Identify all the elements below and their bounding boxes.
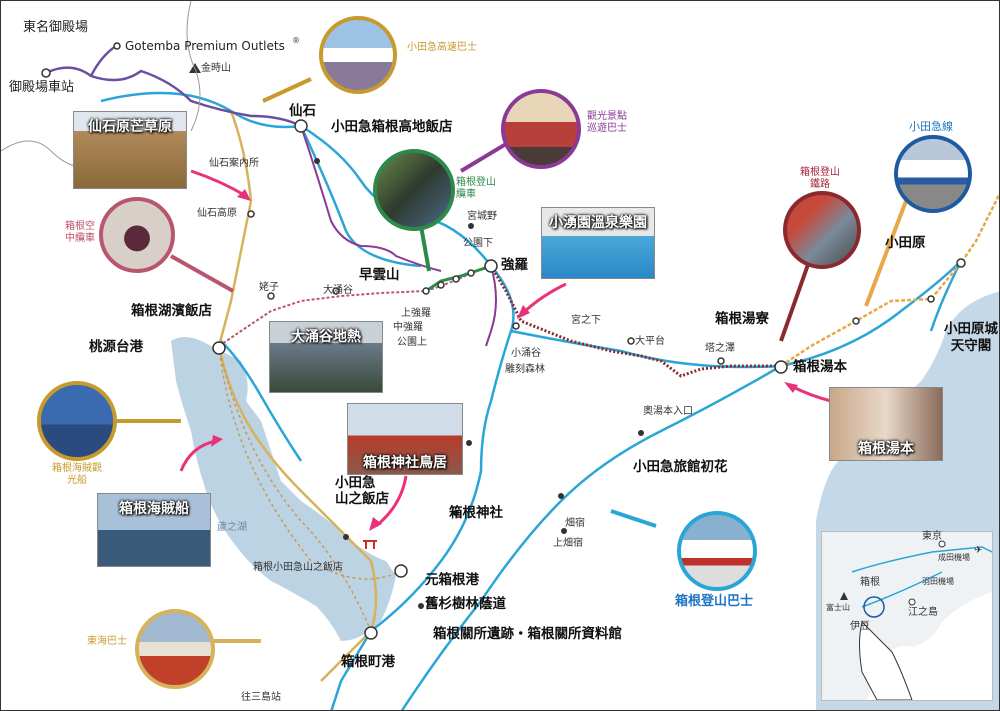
tozan-railway-line bbox=[489, 265, 781, 378]
label-gora: 強羅 bbox=[501, 257, 528, 273]
ropeway-circle bbox=[99, 197, 175, 273]
label-odakyu-line: 小田急線 bbox=[909, 120, 953, 133]
lake-ashi bbox=[171, 337, 396, 641]
shrine-torii-icon bbox=[363, 540, 377, 549]
label-sengoku: 仙石 bbox=[289, 103, 316, 119]
label-ohiradai: 大平台 bbox=[635, 336, 665, 347]
pirate-ship-circle bbox=[37, 381, 117, 461]
label-kami-gora: 上強羅 bbox=[401, 308, 431, 319]
label-hakone-lake-hotel: 箱根湖濱飯店 bbox=[131, 303, 212, 319]
label-koen-kami: 公園上 bbox=[397, 337, 427, 348]
photo-caption: 箱根湯本 bbox=[858, 441, 914, 457]
label-tomei-gotemba: 東名御殿場 bbox=[23, 20, 89, 35]
inset-fuji: 富士山 bbox=[826, 603, 850, 612]
photo-sengokuhara: 仙石原芒草原 bbox=[73, 111, 187, 189]
label-okuyumoto: 奧湯本入口 bbox=[643, 406, 693, 417]
label-ashinoko: 蘆之湖 bbox=[217, 522, 247, 533]
label-hakone-odakyu-yamanochaya: 箱根小田急山之飯店 bbox=[253, 562, 343, 573]
label-tozan-bus: 箱根登山巴士 bbox=[675, 594, 754, 609]
odakyu-train-circle bbox=[894, 135, 972, 213]
label-gotemba-premium: Gotemba Premium Outlets bbox=[125, 39, 285, 53]
label-hakone-yumoto: 箱根湯本 bbox=[793, 359, 847, 375]
label-kowakudani: 小涌谷 bbox=[511, 348, 541, 359]
photo-caption: 箱根神社鳥居 bbox=[363, 455, 447, 471]
label-sightseeing-bus: 觀光景點巡遊巴士 bbox=[587, 111, 627, 134]
label-odakyu-express-bus: 小田急高速巴士 bbox=[407, 42, 477, 53]
label-mishima: 往三島站 bbox=[241, 692, 281, 703]
label-hakone-shrine: 箱根神社 bbox=[449, 505, 503, 521]
label-sengokuhara-kogen: 仙石高原 bbox=[197, 208, 237, 219]
label-registered: ® bbox=[292, 36, 300, 45]
photo-owakudani: 大涌谷地熱 bbox=[269, 321, 383, 393]
photo-caption: 大涌谷地熱 bbox=[291, 329, 361, 345]
label-miyanoshita: 宮之下 bbox=[571, 315, 601, 326]
inset-hakone: 箱根 bbox=[860, 577, 880, 588]
inset-narita: 成田機場 bbox=[938, 553, 970, 562]
cable-car-line bbox=[425, 264, 492, 293]
label-tozan-railway: 箱根登山鐵路 bbox=[800, 167, 840, 190]
label-sengoku-info: 仙石案內所 bbox=[209, 158, 259, 169]
label-cable-car: 箱根登山纜車 bbox=[456, 177, 496, 200]
label-chokoku: 雕刻森林 bbox=[505, 364, 545, 375]
label-hatajuku: 畑宿 bbox=[565, 518, 585, 529]
railway-circle bbox=[783, 191, 861, 269]
label-odawara-castle-a: 小田原城天守閣 bbox=[944, 321, 998, 354]
label-tokai-bus: 東海巴士 bbox=[87, 636, 127, 647]
ropeway-line bbox=[218, 272, 472, 347]
label-tonosawa: 塔之澤 bbox=[705, 343, 735, 354]
inset-map: 東京 成田機場 ✈ 羽田機場 箱根 富士山 江之島 伊豆 bbox=[821, 531, 993, 701]
tokai-bus-circle bbox=[135, 609, 215, 689]
photo-caption: 箱根海賊船 bbox=[119, 501, 189, 517]
inset-tokyo: 東京 bbox=[922, 531, 942, 542]
airplane-icon: ✈ bbox=[974, 545, 983, 556]
inset-enoshima: 江之島 bbox=[908, 607, 938, 618]
photo-caption: 小湧園溫泉樂園 bbox=[549, 215, 647, 231]
label-ubako: 姥子 bbox=[259, 282, 279, 293]
odakyu-express-bus-circle bbox=[319, 16, 397, 94]
photo-pirate-ship: 箱根海賊船 bbox=[97, 493, 211, 567]
label-pirate-ship: 箱根海賊觀光船 bbox=[52, 463, 102, 486]
label-yamanochaya-a: 小田急 bbox=[335, 475, 376, 491]
photo-yumoto: 箱根湯本 bbox=[829, 387, 943, 461]
sightseeing-bus-circle bbox=[501, 89, 581, 169]
label-miyagino: 宮城野 bbox=[467, 211, 497, 222]
label-cedar-avenue: 舊杉樹林蔭道 bbox=[425, 596, 506, 612]
label-odawara: 小田原 bbox=[885, 235, 926, 251]
label-sekisho: 箱根關所遺跡・箱根關所資料館 bbox=[433, 626, 622, 642]
cable-car-circle bbox=[373, 149, 455, 231]
photo-caption: 仙石原芒草原 bbox=[88, 119, 172, 135]
label-togendai: 桃源台港 bbox=[89, 339, 143, 355]
label-owakudani: 大涌谷 bbox=[323, 285, 353, 296]
label-kintokisan: 金時山 bbox=[201, 63, 231, 74]
inset-haneda: 羽田機場 bbox=[922, 577, 954, 586]
photo-kowakien: 小湧園溫泉樂園 bbox=[541, 207, 655, 279]
label-hakone-yumoto-ryo: 箱根湯寮 bbox=[715, 311, 769, 327]
label-hakone-machi: 箱根町港 bbox=[341, 654, 395, 670]
photo-torii: 箱根神社鳥居 bbox=[347, 403, 463, 475]
label-gotemba-station: 御殿場車站 bbox=[9, 80, 75, 95]
label-yamanochaya-b: 山之飯店 bbox=[335, 491, 389, 507]
label-sounzan: 早雲山 bbox=[359, 267, 400, 283]
label-koen-shita: 公園下 bbox=[463, 238, 493, 249]
label-odakyu-kogen-hotel: 小田急箱根高地飯店 bbox=[331, 119, 453, 135]
label-ropeway: 箱根空中纜車 bbox=[65, 221, 95, 244]
inset-izu: 伊豆 bbox=[850, 621, 870, 632]
label-kami-hatajuku: 上畑宿 bbox=[553, 538, 583, 549]
label-odakyu-ryokan: 小田急旅館初花 bbox=[633, 459, 728, 475]
label-motohakone: 元箱根港 bbox=[425, 572, 479, 588]
label-naka-gora: 中強羅 bbox=[393, 322, 423, 333]
tozan-bus-circle bbox=[677, 511, 757, 591]
